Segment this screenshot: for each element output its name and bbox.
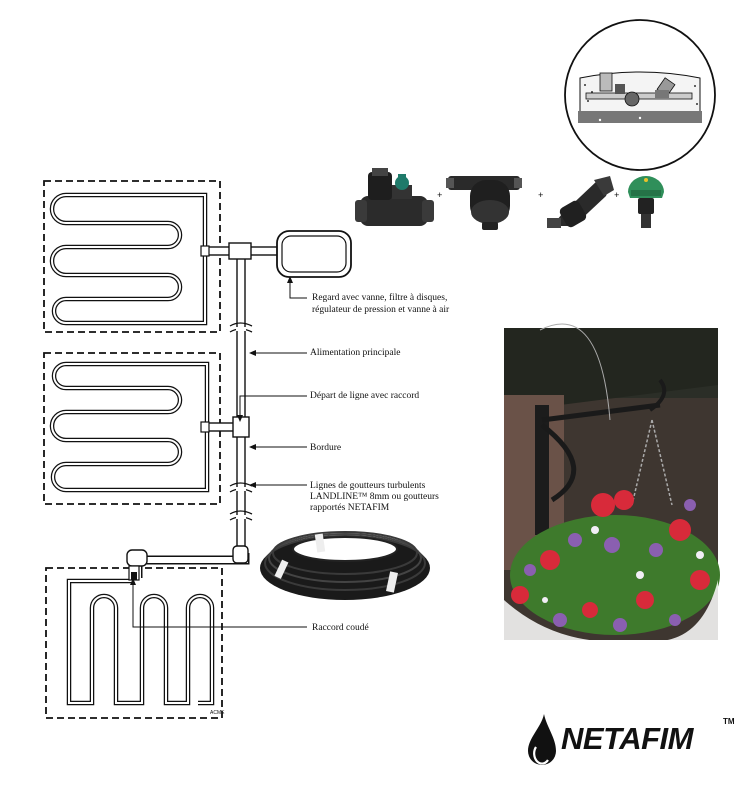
label-regard-1: Regard avec vanne, filtre à disques, xyxy=(312,292,447,303)
drop-icon xyxy=(528,714,556,765)
logo-wordmark: NETAFIM xyxy=(561,721,695,756)
logo-trademark: TM xyxy=(723,717,735,726)
hanging-basket-photo xyxy=(504,323,720,642)
netafim-logo: NETAFIM TM xyxy=(528,714,735,765)
planter-bed-1 xyxy=(43,180,221,333)
label-alimentation: Alimentation principale xyxy=(310,348,401,358)
leader-lines xyxy=(132,278,307,628)
disc-filter-icon xyxy=(446,176,522,230)
pressure-regulator-icon xyxy=(547,176,614,228)
air-valve-icon xyxy=(628,176,664,228)
plus-sign-2: + xyxy=(538,191,543,201)
svg-text:ACME: ACME xyxy=(210,710,225,716)
label-lignes-2: LANDLINE™ 8mm ou goutteurs xyxy=(310,492,439,502)
planter-bed-2 xyxy=(43,352,221,505)
label-lignes-1: Lignes de goutteurs turbulents xyxy=(310,481,426,491)
label-lignes-3: rapportés NETAFIM xyxy=(310,503,390,513)
dripline-coil-photo xyxy=(260,531,430,600)
label-raccord-coude: Raccord coudé xyxy=(312,623,369,633)
valve-box-cross-section-inset xyxy=(564,19,716,171)
main-supply-pipe xyxy=(126,242,282,581)
plus-sign-1: + xyxy=(437,191,442,201)
plus-sign-3: + xyxy=(614,191,619,201)
label-depart: Départ de ligne avec raccord xyxy=(310,391,419,401)
label-regard-2: régulateur de pression et vanne à air xyxy=(312,305,450,315)
valve-box xyxy=(276,230,352,278)
solenoid-valve-icon xyxy=(355,168,434,226)
label-bordure: Bordure xyxy=(310,443,341,453)
dripline-coil-2 xyxy=(49,361,210,493)
dripline-coil-1 xyxy=(49,192,208,326)
planter-bed-3: ACME xyxy=(45,567,225,719)
